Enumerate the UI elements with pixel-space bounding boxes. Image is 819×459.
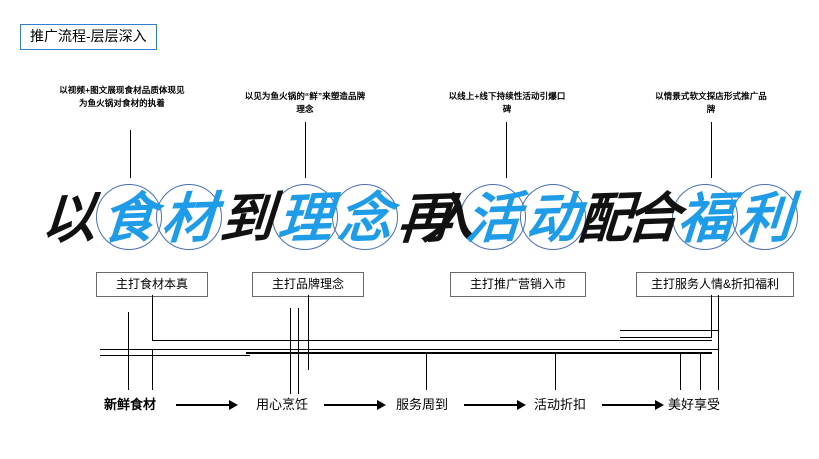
highlight-ring-li2 [732,184,798,250]
connector-vert-f [308,318,309,370]
calligraphy-glyph-4: 到 [217,185,277,251]
annotation-leader-line-3 [506,122,507,178]
annotation-leader-line-1 [130,130,131,178]
connector-vert-i [680,352,681,390]
highlight-ring-dong [520,184,586,250]
stage-label-2[interactable]: 主打品牌理念 [252,272,364,297]
connector-vert-b [152,312,153,340]
connector-bus-short [100,355,250,356]
connector-bus-thick [246,352,712,354]
calligraphy-glyph-2: 食 [99,185,159,251]
flow-arrow-4 [602,400,664,410]
flow-step-4[interactable]: 活动折扣 [534,397,587,412]
connector-bus-right-mid [620,337,712,338]
annotation-leader-line-4 [711,122,712,178]
calligraphy-glyph-5: 理 [275,185,335,251]
calligraphy-glyph-6: 念 [335,185,395,251]
calligraphy-glyph-13: 福 [675,185,735,251]
connector-vert-d [290,308,291,394]
flow-step-3[interactable]: 服务周到 [396,397,449,412]
calligraphy-glyph-9: 活 [463,185,523,251]
connector-vert-k [718,295,719,390]
connector-drop-2 [308,295,309,318]
page-title: 推广流程-层层深入 [20,24,157,50]
flow-step-2[interactable]: 用心烹饪 [256,397,309,412]
connector-vert-j [700,352,701,390]
flow-arrow-2 [324,400,386,410]
calligraphy-glyph-14: 利 [735,185,795,251]
connector-bus-lower [100,349,718,350]
stage-label-3[interactable]: 主打推广营销入市 [450,272,586,297]
connector-vert-e [298,308,299,394]
calligraphy-glyph-1: 以 [39,185,99,251]
stage-label-4[interactable]: 主打服务人情&折扣福利 [636,272,794,297]
connector-vert-c [152,349,153,390]
connector-bus-upper [152,340,712,341]
highlight-ring-cai [156,184,222,250]
flow-step-5[interactable]: 美好享受 [668,397,721,412]
flow-step-1[interactable]: 新鲜食材 [104,397,157,412]
connector-drop-3 [711,295,712,308]
annotation-1: 以视频+图文展现食材品质体现见为鱼火锅对食材的执着 [59,85,185,108]
calligraphy-row: 以 食 材 到 理 念 再 入 活 动 配 合 福 利 [0,176,819,260]
annotation-4: 以情景式软文探店形式推广品牌 [655,91,767,114]
annotation-2: 以见为鱼火锅的“鲜”来塑造品牌理念 [244,91,366,114]
stage-label-1[interactable]: 主打食材本真 [96,272,208,297]
connector-vert-a [128,312,129,390]
annotation-3: 以线上+线下持续性活动引爆口碑 [448,91,566,114]
highlight-ring-nian [332,184,398,250]
annotation-leader-line-2 [305,122,306,178]
calligraphy-glyph-3: 材 [159,185,219,251]
connector-vert-h [555,352,556,390]
connector-bus-right-top [620,330,718,331]
connector-drop-1 [152,295,153,312]
connector-vert-l [711,308,712,338]
flow-arrow-1 [176,400,238,410]
flow-arrow-3 [464,400,526,410]
connector-vert-g [426,352,427,390]
